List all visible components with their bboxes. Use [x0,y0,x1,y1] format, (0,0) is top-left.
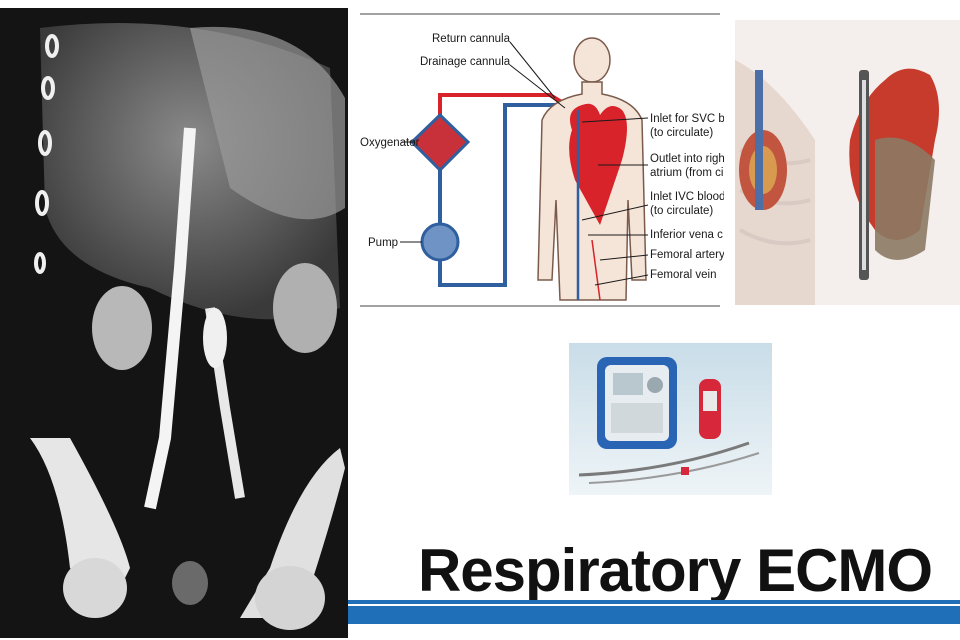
label-return-cannula: Return cannula [432,33,511,45]
label-drainage-cannula: Drainage cannula [420,56,511,68]
label-inlet-svc-1: Inlet for SVC b [650,113,724,125]
label-inlet-svc-2: (to circulate) [650,127,713,139]
oxygenator-icon [409,112,471,173]
accent-bar [348,606,960,624]
ecmo-device-photo [569,343,772,495]
label-oxygenator: Oxygenator [360,137,420,149]
ecmo-circuit-diagram: Return cannula Drainage cannula Oxygenat… [360,10,725,310]
heart-icon [569,103,627,225]
label-ivc: Inferior vena c [650,229,723,241]
label-femoral-artery: Femoral artery [650,249,724,261]
label-pump: Pump [368,237,398,249]
label-inlet-ivc-1: Inlet IVC blood [650,191,724,203]
ct-scan-image [0,8,348,638]
label-inlet-ivc-2: (to circulate) [650,205,713,217]
pump-icon [420,222,460,262]
accent-bar-thin [348,600,960,604]
label-outlet-ra-2: atrium (from ci [650,167,723,179]
label-outlet-ra-1: Outlet into righ [650,153,724,165]
heart-cannula-illustration [735,20,960,305]
label-femoral-vein: Femoral vein [650,269,716,281]
slide-title: Respiratory ECMO [417,536,933,604]
